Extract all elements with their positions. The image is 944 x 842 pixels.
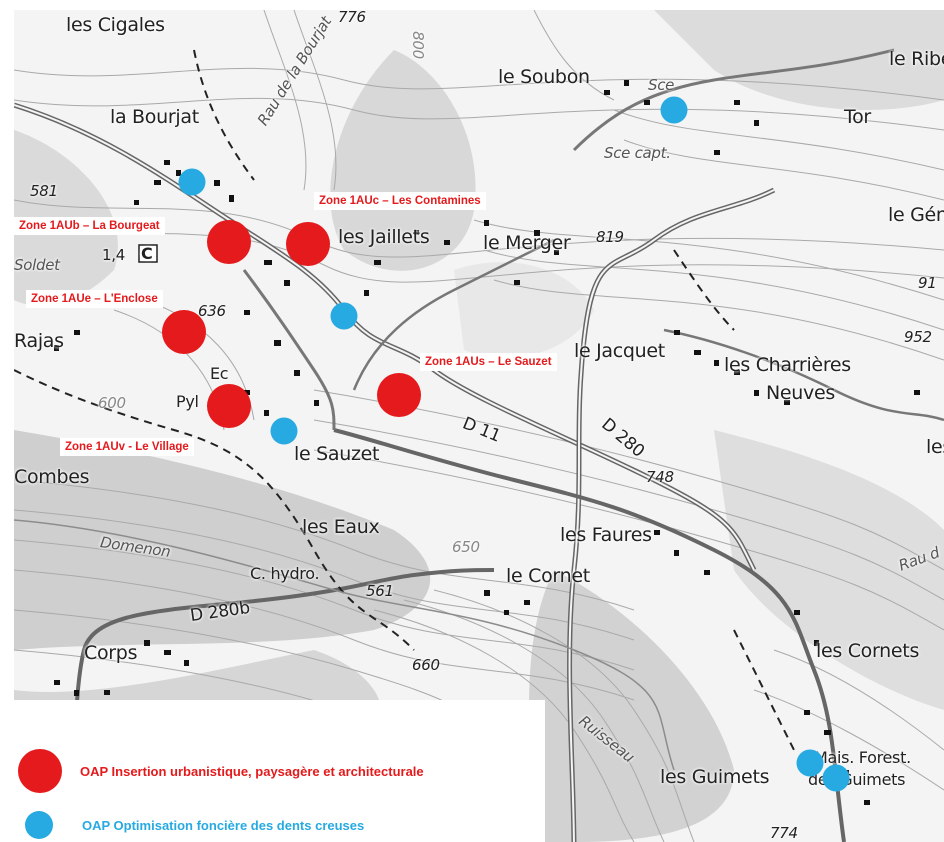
place-corps: Corps bbox=[84, 642, 138, 664]
zone-label-1aue: Zone 1AUe – L'Enclose bbox=[26, 290, 163, 308]
elevation-819: 819 bbox=[596, 228, 624, 246]
marker-dent-creuse-5[interactable] bbox=[796, 749, 824, 777]
marker-zone-1auv[interactable] bbox=[207, 384, 251, 428]
zone-label-1aub: Zone 1AUb – La Bourgeat bbox=[14, 217, 165, 235]
place-rajas: Rajas bbox=[14, 330, 64, 352]
marker-dent-creuse-1[interactable] bbox=[178, 168, 206, 196]
legend-red-dot bbox=[18, 749, 62, 793]
elevation-600: 600 bbox=[98, 394, 126, 412]
elevation-581: 581 bbox=[30, 182, 58, 200]
zone-label-1aus: Zone 1AUs – Le Sauzet bbox=[420, 353, 557, 371]
c-box-symbol bbox=[138, 244, 158, 263]
place-soldet: Soldet bbox=[14, 256, 60, 274]
place-ec: Ec bbox=[210, 364, 229, 383]
place-les-east: les bbox=[926, 436, 944, 458]
place-combes: Combes bbox=[14, 466, 90, 488]
buildings bbox=[54, 80, 920, 805]
place-pyl: Pyl bbox=[176, 392, 199, 411]
place-les-jaillets: les Jaillets bbox=[338, 226, 430, 248]
elevation-776: 776 bbox=[338, 10, 366, 26]
elevation-636: 636 bbox=[198, 302, 226, 320]
elevation-774: 774 bbox=[770, 824, 798, 842]
legend-label-oap-optimisation: OAP Optimisation foncière des dents creu… bbox=[82, 817, 365, 833]
legend-item-oap-optimisation: OAP Optimisation foncière des dents creu… bbox=[25, 811, 364, 839]
place-le-ribe: le Ribe bbox=[889, 48, 944, 70]
label-c-symbol: C bbox=[141, 244, 153, 263]
elevation-650: 650 bbox=[452, 538, 480, 556]
place-le-cornet: le Cornet bbox=[506, 565, 590, 587]
place-les-faures: les Faures bbox=[560, 524, 652, 546]
place-tor: Tor bbox=[844, 106, 871, 128]
place-le-soubon: le Soubon bbox=[498, 66, 590, 88]
place-les-cornets: les Cornets bbox=[816, 640, 920, 662]
elevation-748: 748 bbox=[646, 468, 674, 486]
label-sce-capt: Sce capt. bbox=[604, 144, 671, 162]
marker-zone-1aub[interactable] bbox=[207, 220, 251, 264]
map-legend: OAP Insertion urbanistique, paysagère et… bbox=[0, 700, 545, 842]
elevation-800: 800 bbox=[408, 31, 427, 59]
elevation-660: 660 bbox=[412, 656, 440, 674]
place-les-eaux: les Eaux bbox=[302, 516, 380, 538]
zone-label-1auc: Zone 1AUc – Les Contamines bbox=[314, 192, 486, 210]
trails bbox=[14, 49, 795, 751]
elevation-91: 91 bbox=[918, 274, 937, 292]
legend-blue-dot bbox=[25, 811, 53, 839]
place-neuves: Neuves bbox=[766, 382, 835, 404]
marker-dent-creuse-3[interactable] bbox=[330, 302, 358, 330]
elevation-952: 952 bbox=[904, 328, 932, 346]
streams bbox=[14, 519, 675, 771]
marker-zone-1aus[interactable] bbox=[377, 373, 421, 417]
marker-zone-1auc[interactable] bbox=[286, 222, 330, 266]
label-sce: Sce bbox=[648, 76, 675, 94]
place-le-jacquet: le Jacquet bbox=[574, 340, 665, 362]
place-les-guimets: les Guimets bbox=[660, 766, 770, 788]
place-le-sauzet: le Sauzet bbox=[294, 443, 380, 465]
legend-label-oap-insertion: OAP Insertion urbanistique, paysagère et… bbox=[80, 763, 424, 779]
elevation-561: 561 bbox=[366, 582, 394, 600]
place-les-charrieres: les Charrières bbox=[724, 354, 851, 376]
place-le-gen: le Gén bbox=[888, 204, 944, 226]
marker-dent-creuse-6[interactable] bbox=[822, 764, 850, 792]
marker-zone-1aue[interactable] bbox=[162, 310, 206, 354]
roads bbox=[14, 48, 944, 842]
zone-label-1auv: Zone 1AUv - Le Village bbox=[60, 438, 194, 456]
place-mais-forest: Mais. Forest. bbox=[814, 748, 911, 767]
marker-dent-creuse-2[interactable] bbox=[660, 96, 688, 124]
legend-item-oap-insertion: OAP Insertion urbanistique, paysagère et… bbox=[18, 749, 424, 793]
place-les-cigales: les Cigales bbox=[66, 14, 165, 36]
place-le-merger: le Merger bbox=[483, 232, 571, 254]
place-c-hydro: C. hydro. bbox=[250, 564, 320, 583]
elevation-1-4: 1,4 bbox=[102, 246, 125, 264]
marker-dent-creuse-4[interactable] bbox=[270, 417, 298, 445]
place-la-bourjat: la Bourjat bbox=[110, 106, 199, 128]
